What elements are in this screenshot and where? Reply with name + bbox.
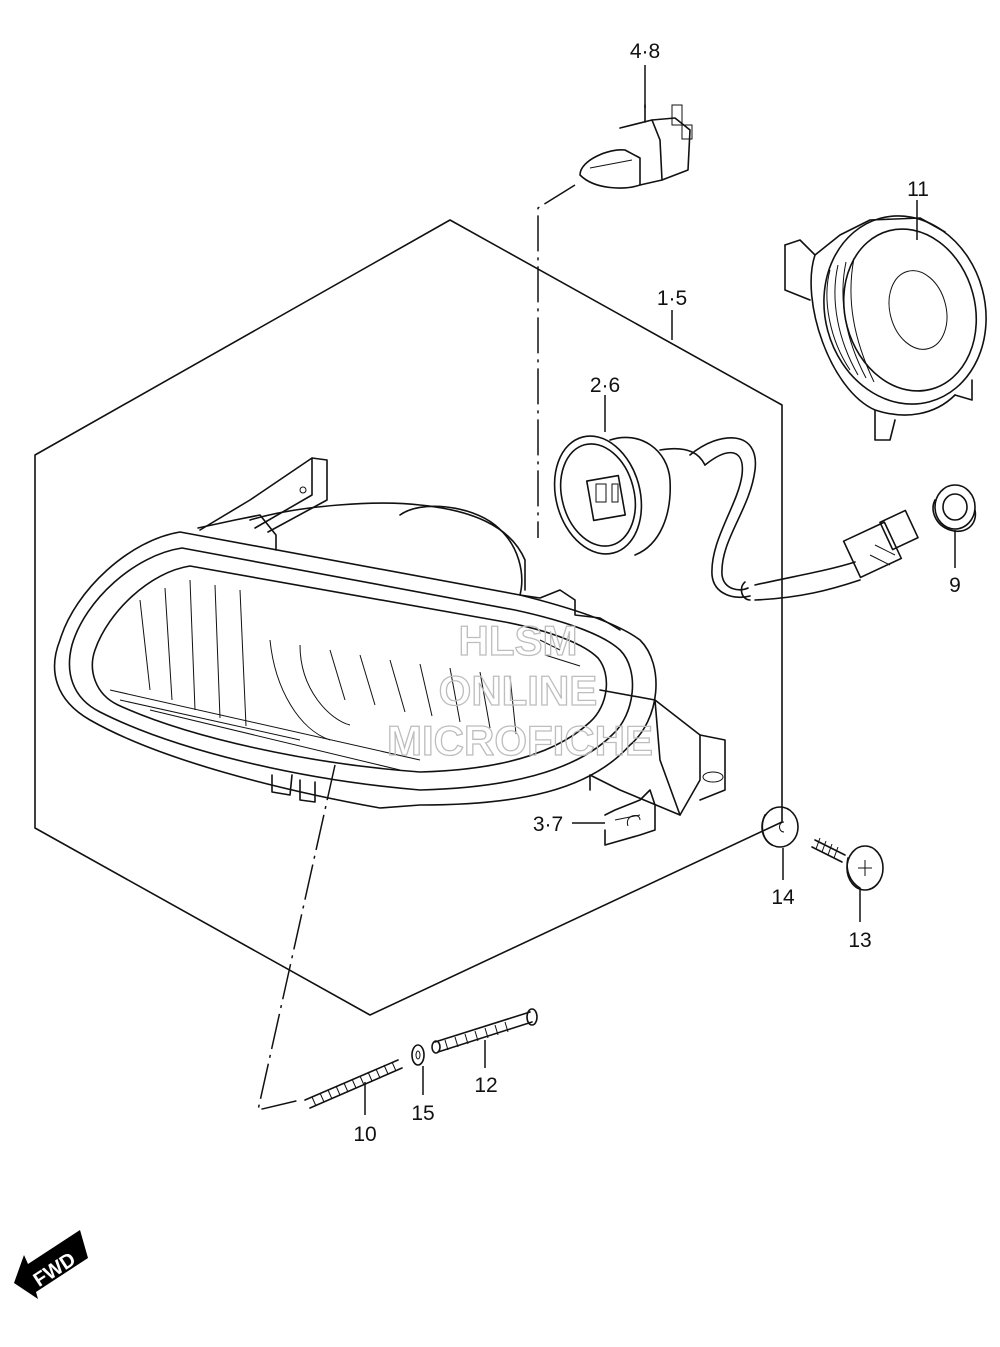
- adjust-screw: [431, 1008, 538, 1054]
- watermark-line2: ONLINE: [439, 667, 598, 714]
- callout-grommet: 9: [949, 574, 961, 597]
- headlamp-unit: [53, 457, 726, 816]
- washer: [411, 1044, 425, 1066]
- grommet: [932, 484, 977, 532]
- watermark-line1: HLSM: [459, 617, 578, 664]
- bulb-leader: [537, 184, 576, 538]
- socket: [553, 435, 757, 599]
- watermark-line3: MICROFICHE: [387, 717, 653, 764]
- callout-bulb: 4·8: [630, 40, 660, 63]
- socket-cable: [740, 509, 919, 601]
- bulb: [579, 104, 693, 189]
- callout-socket: 2·6: [590, 374, 620, 397]
- callout-bracket-cover: 11: [907, 178, 929, 201]
- callout-headlamp-unit: 1·5: [657, 287, 687, 310]
- watermark: HLSM ONLINE MICROFICHE: [386, 616, 653, 764]
- callout-washer: 15: [411, 1102, 434, 1125]
- fwd-arrow-icon: FWD: [14, 1230, 88, 1299]
- callout-screw: 13: [848, 929, 871, 952]
- spring: [304, 1059, 403, 1109]
- bracket-cover: [784, 215, 987, 441]
- assembly-boundary: [34, 219, 783, 1016]
- callout-leaders: [364, 65, 956, 1115]
- reflector-hatching: [109, 579, 581, 771]
- callout-cushion: 14: [771, 886, 795, 909]
- clip: [604, 789, 656, 846]
- cushion: [761, 806, 799, 848]
- callout-clip: 3·7: [533, 813, 563, 836]
- callout-spring: 10: [353, 1123, 376, 1146]
- screw: [811, 837, 884, 891]
- callout-adjust-screw: 12: [474, 1074, 497, 1097]
- adjuster-leader: [257, 764, 336, 1112]
